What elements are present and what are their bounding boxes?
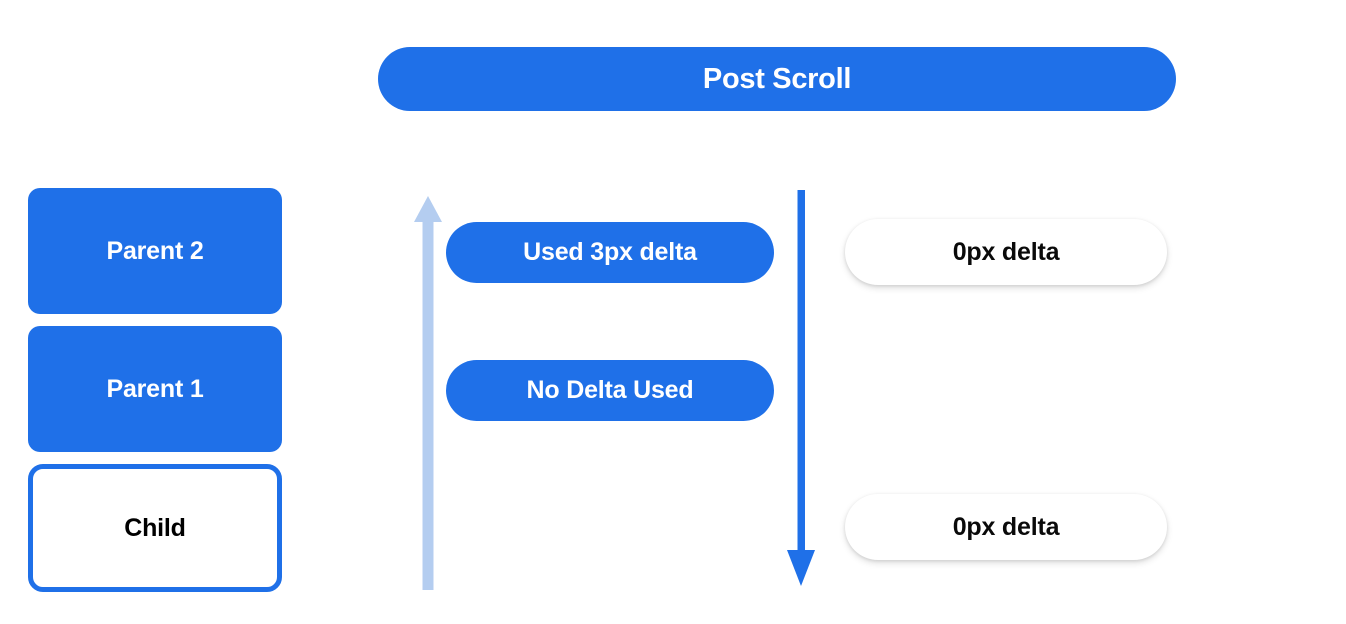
title-banner: Post Scroll [378,47,1176,111]
annotation-no-delta-label: No Delta Used [526,376,694,404]
annotation-used-delta-label: Used 3px delta [523,238,697,266]
node-parent-2[interactable]: Parent 2 [28,188,282,314]
annotation-used-delta[interactable]: Used 3px delta [446,222,774,283]
page-title: Post Scroll [702,62,852,95]
annotation-no-delta[interactable]: No Delta Used [446,360,774,421]
annotation-delta-bottom-label: 0px delta [952,512,1060,541]
annotation-delta-top[interactable]: 0px delta [845,219,1167,285]
annotation-delta-bottom[interactable]: 0px delta [845,494,1167,560]
node-child[interactable]: Child [28,464,282,592]
node-parent-1[interactable]: Parent 1 [28,326,282,452]
annotation-delta-top-label: 0px delta [952,237,1060,266]
node-child-label: Child [124,513,186,542]
node-parent-1-label: Parent 1 [106,374,204,403]
arrow-down-icon [787,190,815,586]
node-parent-2-label: Parent 2 [106,236,204,265]
